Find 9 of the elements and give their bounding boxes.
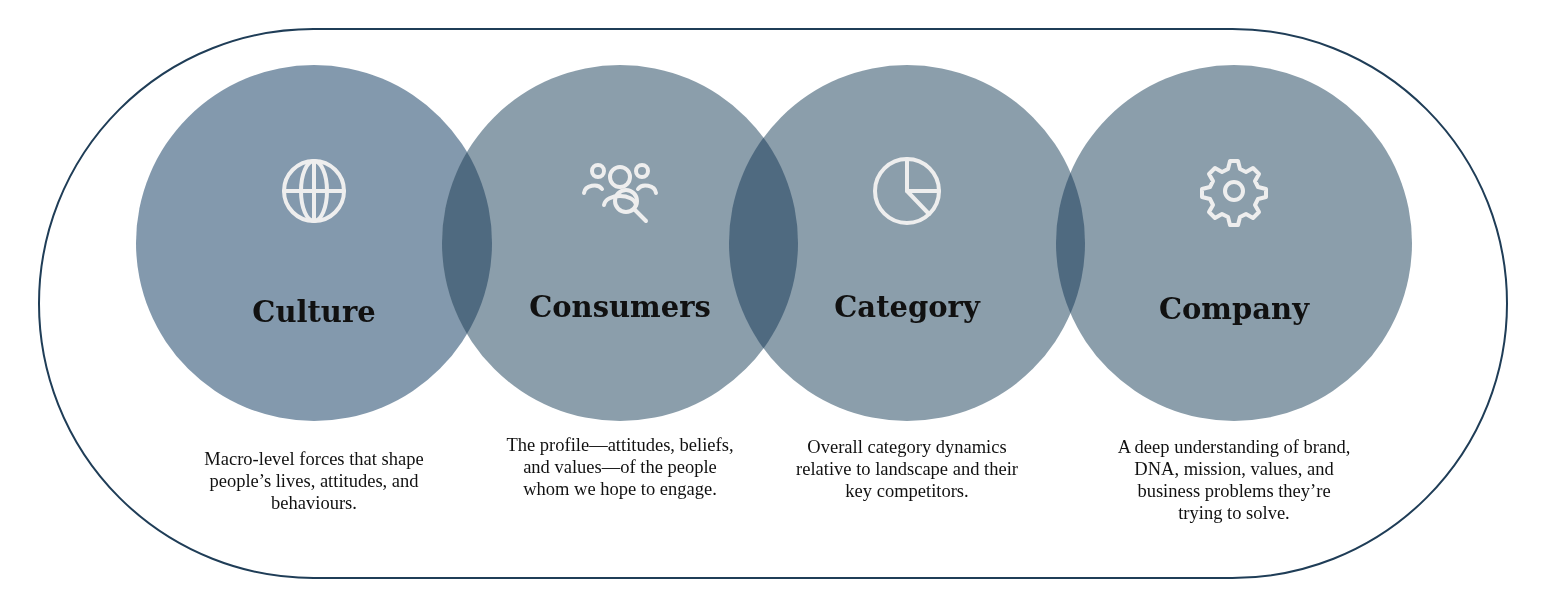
description-text: Overall category dynamics relative to landscape and their key competitors. — [795, 436, 1019, 502]
circle-title: Consumers — [529, 290, 711, 324]
description-text: A deep understanding of brand, DNA, mission, values, and business problems they’re trying to solve. — [1116, 436, 1352, 524]
description-text: The profile—attitudes, beliefs, and values—of the people whom we hope to engage. — [505, 434, 735, 500]
circle-title: Category — [834, 290, 980, 324]
rounded-frame — [38, 28, 1508, 579]
circle-title: Culture — [252, 295, 376, 329]
circle-title: Company — [1158, 292, 1310, 326]
description-text: Macro-level forces that shape people’s lives, attitudes, and behaviours. — [203, 448, 425, 514]
